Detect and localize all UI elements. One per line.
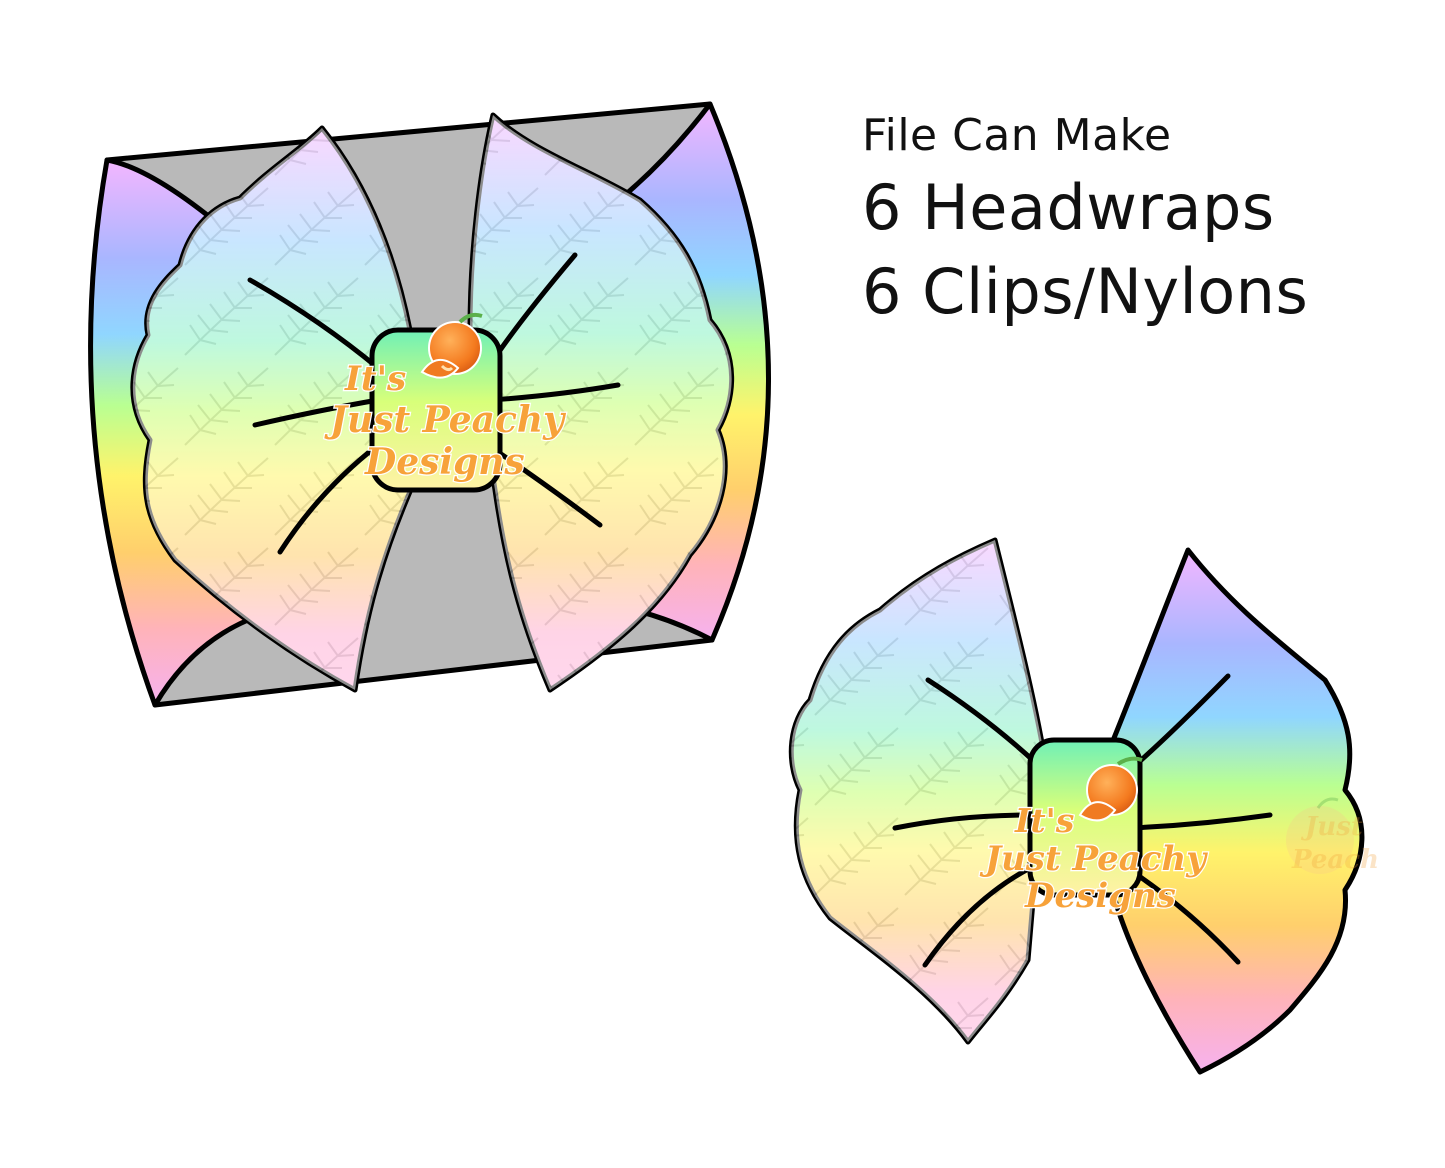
clip-bow-crease-lines bbox=[892, 673, 1273, 968]
watermark-line-designs: Designs bbox=[1024, 876, 1176, 916]
corner-watermark-line1: Just bbox=[1300, 812, 1363, 842]
watermark-line-just-peachy: Just Peachy bbox=[979, 839, 1208, 879]
caption-clips-nylons: 6 Clips/Nylons bbox=[862, 255, 1309, 328]
clip-bow-watermark: It's Just Peachy Designs bbox=[978, 756, 1209, 917]
headwrap-bow-right-wing bbox=[467, 112, 735, 693]
headwrap-watermark: It's Just Peachy Designs bbox=[323, 312, 567, 484]
watermark-line-its: It's bbox=[1014, 801, 1074, 840]
peach-icon bbox=[1078, 756, 1143, 822]
watermark-line-just-peachy: Just Peachy bbox=[324, 399, 566, 441]
watermark-line-designs: Designs bbox=[364, 441, 525, 483]
headwrap-bow-left-wing bbox=[130, 125, 418, 693]
clip-bow-left-wing bbox=[788, 537, 1048, 1045]
corner-watermark-line2: Peach bbox=[1291, 845, 1379, 875]
caption-file-can-make: File Can Make bbox=[862, 110, 1172, 161]
watermark-line-its: It's bbox=[344, 359, 406, 399]
peach-icon bbox=[420, 312, 483, 379]
clip-bow-illustration: It's Just Peachy Designs bbox=[788, 537, 1365, 1075]
caption-headwraps: 6 Headwraps bbox=[862, 171, 1275, 244]
corner-watermark: Just Peach bbox=[1286, 797, 1379, 875]
headwrap-illustration: It's Just Peachy Designs bbox=[88, 101, 771, 708]
product-caption: File Can Make 6 Headwraps 6 Clips/Nylons bbox=[862, 108, 1308, 332]
